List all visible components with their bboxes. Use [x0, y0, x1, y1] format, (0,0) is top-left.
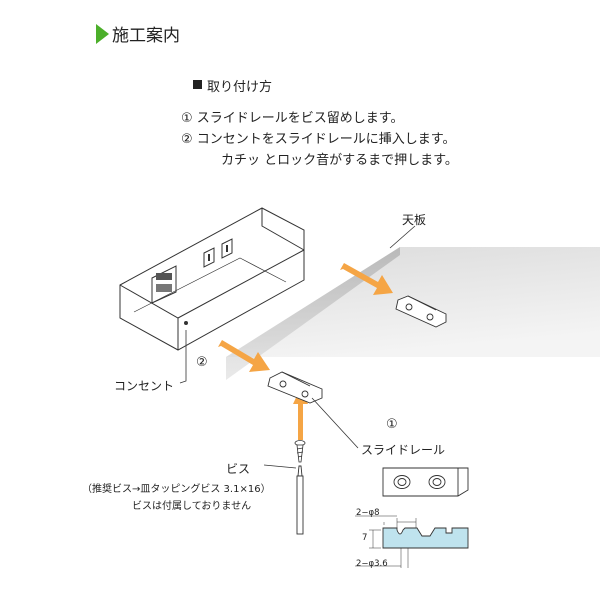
- leader-lines: [179, 330, 359, 469]
- dim-hole-small: 2−φ3.6: [356, 559, 388, 569]
- table-top-label: 天板: [402, 213, 427, 227]
- marker-2: ②: [196, 355, 208, 370]
- page-title: 施工案内: [112, 26, 180, 46]
- rail-top-view: [382, 467, 469, 497]
- header-triangle-icon: [96, 24, 109, 44]
- mounting-title: 取り付け方: [207, 80, 273, 95]
- step-2-note: カチッ とロック音がするまで押します。: [221, 153, 458, 168]
- marker-1: ①: [386, 417, 398, 432]
- slide-rail-lower: [267, 371, 323, 404]
- slide-rail-label: スライドレール: [361, 443, 446, 457]
- square-bullet-icon: [193, 80, 202, 89]
- outlet-box: [119, 207, 305, 351]
- dim-height: 7: [362, 533, 368, 543]
- insert-arrow-lower: [218, 340, 270, 372]
- screwdriver-icon: [296, 465, 304, 535]
- insert-arrow-upper: [340, 263, 393, 295]
- slide-rail-upper: [395, 295, 447, 328]
- screw-icon: [294, 440, 306, 463]
- dim-hole-large: 2−φ8: [356, 508, 380, 518]
- screw-label: ビス: [226, 462, 251, 476]
- step-1: ① スライドレールをビス留めします。: [181, 111, 404, 126]
- outlet-label: コンセント: [114, 379, 175, 393]
- step-2: ② コンセントをスライドレールに挿入します。: [181, 132, 456, 147]
- screw-recommend: （推奨ビス→皿タッピングビス 3.1×16）: [82, 484, 271, 495]
- rail-cross-section: [355, 515, 469, 568]
- screw-note: ビスは付属しておりません: [132, 501, 252, 512]
